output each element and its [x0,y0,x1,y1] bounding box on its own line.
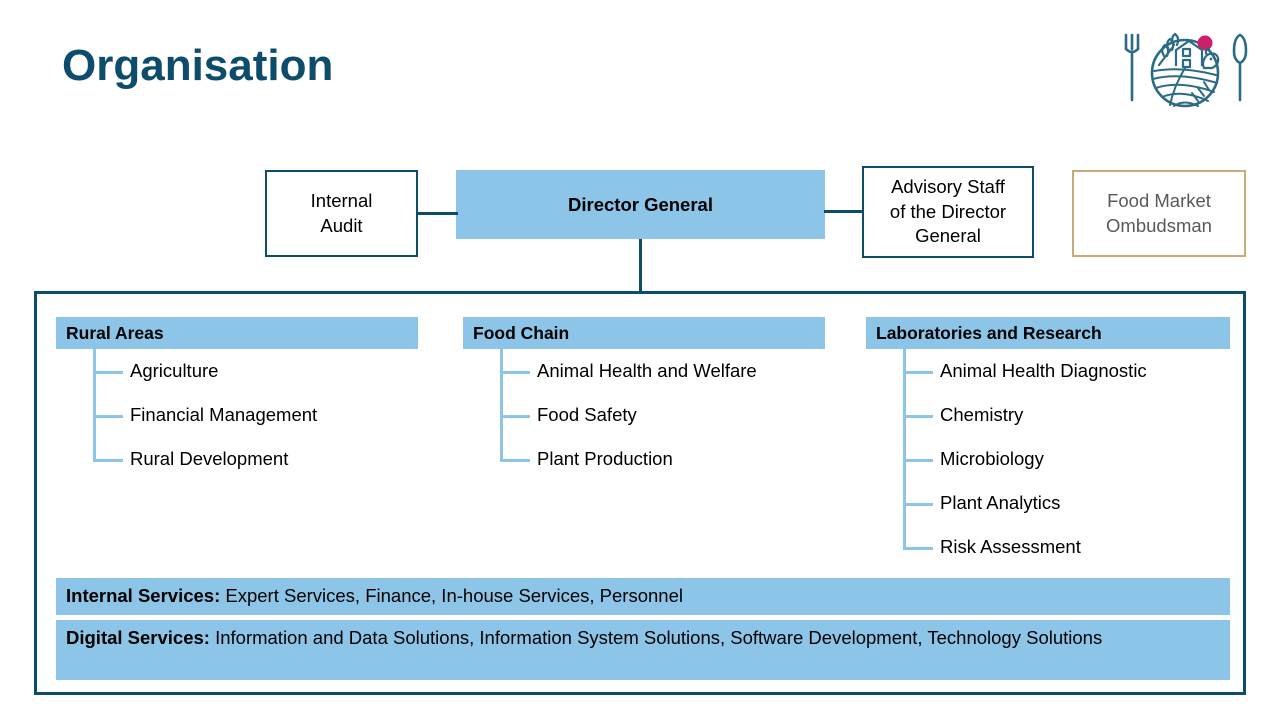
ombudsman-line-1: Food Market [1107,189,1211,211]
department-columns: Rural Areas Agriculture Financial Manage… [56,317,1230,579]
department-item-label: Risk Assessment [940,536,1081,557]
department-item-label: Plant Analytics [940,492,1061,513]
internal-services-bar[interactable]: Internal Services: Expert Services, Fina… [56,578,1230,615]
fork-icon [1124,33,1140,102]
department-header-label: Laboratories and Research [876,322,1102,343]
department-item-label: Microbiology [940,448,1044,469]
farm-food-circle-logo [1112,18,1260,114]
department-tree-laboratories-and-research: Animal Health Diagnostic Chemistry Micro… [866,349,1230,569]
internal-services-label: Internal Services: [66,585,221,606]
department-item[interactable]: Microbiology [866,437,1230,481]
department-column-laboratories-and-research: Laboratories and Research Animal Health … [866,317,1230,569]
department-tree-rural-areas: Agriculture Financial Management Rural D… [56,349,418,481]
department-item-label: Plant Production [537,448,673,469]
department-item[interactable]: Animal Health and Welfare [463,349,825,393]
advisory-staff-box[interactable]: Advisory Staff of the Director General [862,166,1034,258]
cow-icon [1201,47,1220,70]
wheat-icon [1157,32,1180,67]
digital-services-value: Information and Data Solutions, Informat… [215,627,1103,648]
department-item[interactable]: Plant Production [463,437,825,481]
department-header-label: Food Chain [473,322,570,343]
advisory-staff-label: Advisory Staff of the Director General [890,175,1006,249]
advisory-staff-line-1: Advisory Staff [891,176,1005,198]
department-item[interactable]: Financial Management [56,393,418,437]
department-item-label: Food Safety [537,404,637,425]
ombudsman-line-2: Ombudsman [1106,214,1212,236]
food-market-ombudsman-box[interactable]: Food Market Ombudsman [1072,170,1246,257]
director-general-label: Director General [568,193,713,215]
internal-audit-label: Internal Audit [311,189,373,239]
department-item[interactable]: Rural Development [56,437,418,481]
field-lines [1152,67,1218,107]
department-tree-food-chain: Animal Health and Welfare Food Safety Pl… [463,349,825,481]
department-header-label: Rural Areas [66,322,164,343]
internal-audit-line-2: Audit [320,214,363,236]
department-item[interactable]: Food Safety [463,393,825,437]
connector-director-general-to-departments [639,239,642,293]
advisory-staff-line-3: General [915,225,981,247]
internal-services-value: Expert Services, Finance, In-house Servi… [225,585,683,606]
department-header-rural-areas[interactable]: Rural Areas [56,317,418,349]
department-item[interactable]: Animal Health Diagnostic [866,349,1230,393]
department-item[interactable]: Chemistry [866,393,1230,437]
department-item-label: Chemistry [940,404,1024,425]
digital-services-bar[interactable]: Digital Services: Information and Data S… [56,620,1230,680]
director-general-box[interactable]: Director General [456,170,825,239]
department-item-label: Rural Development [130,448,289,469]
department-item-label: Agriculture [130,360,219,381]
department-column-food-chain: Food Chain Animal Health and Welfare Foo… [463,317,825,481]
internal-audit-line-1: Internal [310,189,373,211]
food-market-ombudsman-label: Food Market Ombudsman [1106,189,1212,239]
organisation-container: Rural Areas Agriculture Financial Manage… [34,291,1246,695]
department-header-laboratories-and-research[interactable]: Laboratories and Research [866,317,1230,349]
department-item-label: Animal Health and Welfare [537,360,757,381]
digital-services-label: Digital Services: [66,627,210,648]
advisory-staff-line-2: of the Director [889,200,1007,222]
department-item[interactable]: Risk Assessment [866,525,1230,569]
knife-icon [1232,33,1248,102]
house-icon [1174,39,1204,69]
department-column-rural-areas: Rural Areas Agriculture Financial Manage… [56,317,418,481]
department-item-label: Financial Management [130,404,318,425]
department-item[interactable]: Plant Analytics [866,481,1230,525]
department-header-food-chain[interactable]: Food Chain [463,317,825,349]
connector-internal-audit-to-director-general [418,212,458,215]
internal-audit-box[interactable]: Internal Audit [265,170,418,257]
department-item-label: Animal Health Diagnostic [940,360,1147,381]
department-item[interactable]: Agriculture [56,349,418,393]
connector-director-general-to-advisory-staff [824,210,864,213]
page-title: Organisation [62,41,334,90]
sun-dot [1197,35,1213,51]
